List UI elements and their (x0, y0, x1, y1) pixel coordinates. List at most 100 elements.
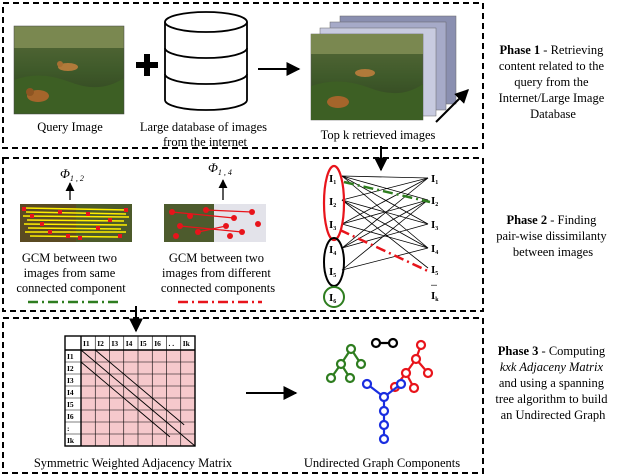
gcm-diff-line1: GCM between two (169, 251, 264, 265)
matrix-diagonal (80, 361, 171, 438)
left-node-1-label: I (329, 173, 333, 185)
stack-diagonal-arrow (435, 89, 469, 123)
matrix-col-header: . . (169, 339, 175, 348)
diff-component-edge (339, 228, 431, 274)
matrix-row-header: I5 (67, 400, 74, 409)
phase2-description: Phase 2 - Finding pair-wise dissimilanty… (496, 213, 610, 259)
matrix-row-header: I6 (67, 412, 74, 421)
query-image (13, 25, 125, 115)
right-node-k-label: I (431, 290, 435, 302)
phase3-desc-line3: and using a spanning (499, 376, 605, 390)
phase2-panel (2, 157, 484, 312)
gcm-diff-caption: GCM between two images from different co… (161, 251, 275, 295)
matrix-row-header: Ik (67, 436, 75, 445)
component-green-circle (323, 286, 345, 308)
phase3-desc-line1: - Computing (538, 344, 605, 358)
left-node-4: I4 (329, 244, 336, 257)
database-label-line2: from the internet (163, 135, 248, 149)
right-node-k-sub: k (435, 297, 439, 303)
phi-12-label: Φ1 , 2 (60, 166, 84, 183)
left-node-5: I5 (329, 266, 336, 279)
right-node-4-label: I (431, 243, 435, 255)
phase1-title: Phase 1 (500, 43, 541, 57)
left-node-4-label: I (329, 244, 333, 256)
left-node-4-sub: 4 (333, 251, 336, 257)
left-node-5-label: I (329, 266, 333, 278)
green-tree (325, 343, 367, 384)
right-node-3: I3 (431, 219, 438, 232)
right-node-labels: I1 I2 I3 I4 I5 ... Ik (431, 173, 439, 303)
phi-12-subscript: 1 , 2 (70, 174, 84, 183)
left-node-6: I6 (329, 292, 336, 305)
left-node-2-label: I (329, 196, 333, 208)
same-component-edge (343, 180, 431, 204)
right-node-4: I4 (431, 243, 438, 256)
matrix-diagonal (94, 349, 185, 426)
phase1-desc-line1: - Retrieving (540, 43, 604, 57)
left-node-3-label: I (329, 219, 333, 231)
phase3-desc-line4: tree algorithm to build (495, 392, 608, 406)
phase2-desc-line3: between images (513, 245, 593, 259)
database-label: Large database of images from the intern… (140, 120, 270, 149)
phase3-title: Phase 3 (498, 344, 539, 358)
right-node-5-label: I (431, 264, 435, 276)
matrix-label: Symmetric Weighted Adjacency Matrix (34, 456, 233, 470)
phase3-desc-line5: an Undirected Graph (501, 408, 607, 422)
gcm-same-line1: GCM between two (22, 251, 117, 265)
query-image-label: Query Image (37, 120, 103, 134)
left-node-6-label: I (329, 292, 333, 304)
matrix-col-header: Ik (183, 339, 191, 348)
matrix-row-header: : (67, 424, 70, 433)
matrix-row-header: I4 (67, 388, 74, 397)
left-node-2: I2 (329, 196, 336, 209)
right-node-2-label: I (431, 195, 435, 207)
red-tree (389, 339, 434, 394)
matrix-row-header: I2 (67, 364, 74, 373)
right-node-2-sub: 2 (435, 202, 438, 208)
matrix-col-header: I6 (154, 339, 161, 348)
gcm-diff-line2: images from different (162, 266, 271, 280)
black-tree (370, 337, 399, 349)
matrix-row-header: I1 (67, 352, 74, 361)
left-node-labels: I1 I2 I3 I4 I5 I6 (329, 173, 336, 305)
left-node-6-sub: 6 (333, 299, 336, 305)
left-node-3-sub: 3 (333, 226, 336, 232)
gcm-diff-component-image (164, 204, 266, 242)
phase1-description: Phase 1 - Retrieving content related to … (499, 43, 608, 121)
bipartite-edges (341, 175, 429, 271)
database-icon (164, 11, 248, 111)
right-node-3-label: I (431, 219, 435, 231)
matrix-col-header: I1 (83, 339, 90, 348)
gcm-same-caption: GCM between two images from same connect… (16, 251, 126, 295)
gcm-same-line3: connected component (16, 281, 126, 295)
phase1-desc-line2: content related to the (499, 59, 605, 73)
graph-components (325, 337, 434, 445)
gcm-diff-line3: connected components (161, 281, 275, 295)
matrix-row-header: I3 (67, 376, 74, 385)
left-node-2-sub: 2 (333, 203, 336, 209)
plus-icon (136, 54, 158, 76)
left-node-5-sub: 5 (333, 273, 336, 279)
phi-14-subscript: 1 , 4 (218, 168, 232, 177)
phase1-desc-line4: Internet/Large Image (499, 91, 605, 105)
right-node-1-label: I (431, 173, 435, 185)
gcm-same-line2: images from same (24, 266, 116, 280)
left-node-3: I3 (329, 219, 336, 232)
right-node-ellipsis-label: ... (431, 279, 437, 288)
phi-14-label: Φ1 , 4 (208, 160, 232, 177)
database-label-line1: Large database of images (140, 120, 267, 134)
right-node-2: I2 (431, 195, 438, 208)
phase2-desc-line1: - Finding (547, 213, 597, 227)
left-node-1-sub: 1 (333, 180, 336, 186)
phi-12-symbol: Φ (60, 166, 70, 181)
retrieved-images-stack (310, 15, 457, 121)
retrieved-images-label: Top k retrieved images (321, 128, 436, 142)
right-node-4-sub: 4 (435, 250, 438, 256)
graph-label: Undirected Graph Components (304, 456, 460, 470)
gcm-same-component-image (20, 204, 132, 242)
phase2-title: Phase 2 (506, 213, 547, 227)
matrix-col-header: I5 (140, 339, 147, 348)
phase1-panel (2, 2, 484, 149)
